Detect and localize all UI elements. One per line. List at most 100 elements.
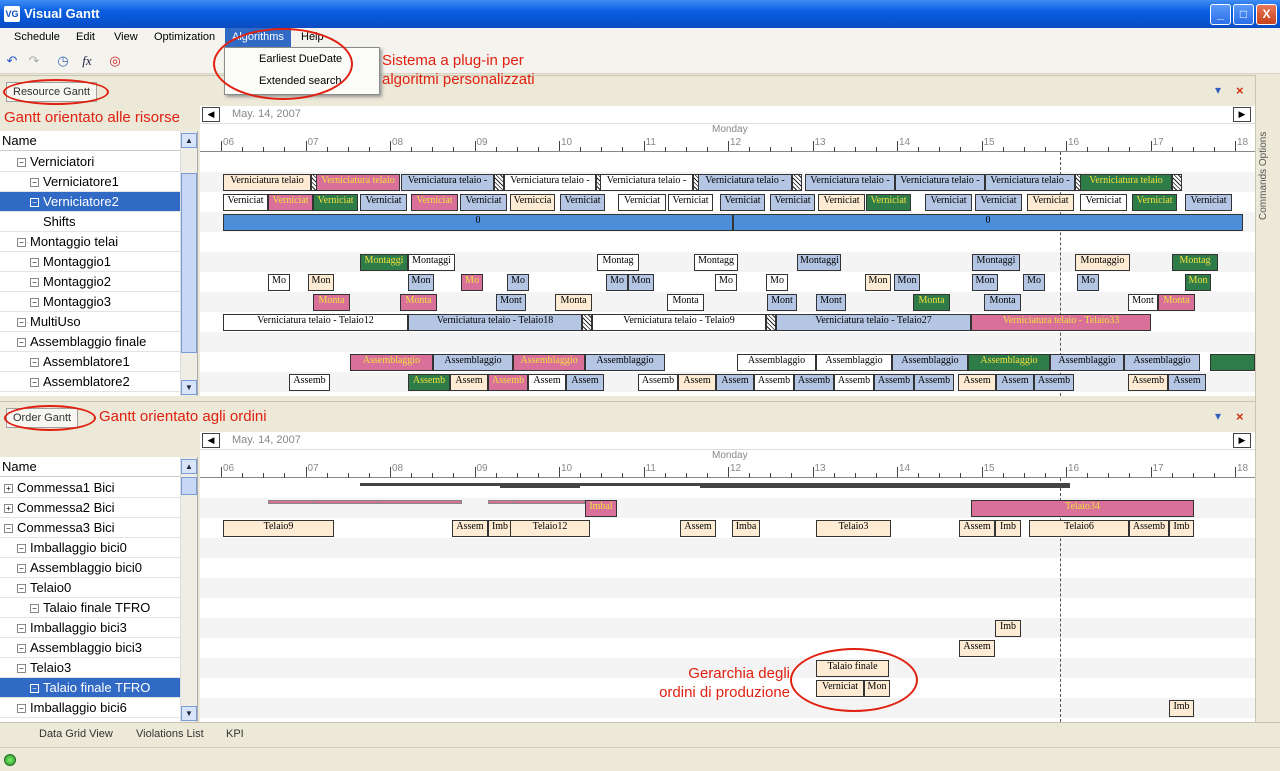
collapse-icon[interactable]: −: [30, 358, 39, 367]
task-bar[interactable]: Assemb: [638, 374, 678, 391]
task-bar[interactable]: Assemb: [914, 374, 954, 391]
task-bar[interactable]: Mon: [628, 274, 654, 291]
grid-row[interactable]: −Imballaggio bici3: [0, 618, 180, 638]
collapse-icon[interactable]: −: [17, 584, 26, 593]
grid-row[interactable]: −Montaggio2: [0, 272, 180, 292]
task-bar[interactable]: Verniciat: [460, 194, 507, 211]
task-bar[interactable]: Verniciat: [313, 194, 358, 211]
task-bar[interactable]: Assemblaggio: [892, 354, 968, 371]
task-bar[interactable]: Montag: [1172, 254, 1218, 271]
task-bar[interactable]: Mont: [816, 294, 846, 311]
task-bar[interactable]: Assemb: [1128, 374, 1168, 391]
task-bar[interactable]: Imb: [1169, 520, 1194, 537]
task-bar[interactable]: Imb: [995, 520, 1021, 537]
expand-icon[interactable]: +: [4, 484, 13, 493]
task-bar[interactable]: Assemblaggio: [585, 354, 665, 371]
redo-icon[interactable]: ↷: [28, 53, 40, 68]
task-bar[interactable]: Verniciat: [268, 194, 313, 211]
collapse-icon[interactable]: −: [17, 238, 26, 247]
task-bar[interactable]: Assemb: [1034, 374, 1074, 391]
tab-data-grid-view[interactable]: Data Grid View: [39, 728, 113, 740]
task-bar[interactable]: Imbal: [585, 500, 617, 517]
task-bar[interactable]: Verniciatura telaio: [1080, 174, 1172, 191]
task-bar[interactable]: Verniciat: [1027, 194, 1074, 211]
shift-bar[interactable]: 0: [223, 214, 733, 231]
expand-icon[interactable]: +: [4, 504, 13, 513]
collapse-icon[interactable]: −: [30, 198, 39, 207]
task-bar[interactable]: Verniciatura telaio -: [698, 174, 792, 191]
task-bar[interactable]: Mont: [1128, 294, 1158, 311]
grid-row[interactable]: −Verniciatore1: [0, 172, 180, 192]
task-bar[interactable]: Mo: [715, 274, 737, 291]
collapse-icon[interactable]: −: [17, 704, 26, 713]
grid-row[interactable]: +Commessa2 Bici: [0, 498, 180, 518]
task-bar[interactable]: Verniciatura telaio - Telaio33: [971, 314, 1151, 331]
task-bar[interactable]: Assem: [959, 640, 995, 657]
task-bar[interactable]: Assem: [959, 520, 995, 537]
tab-kpi[interactable]: KPI: [226, 728, 244, 740]
grid-row[interactable]: −Montaggio3: [0, 292, 180, 312]
task-bar[interactable]: Verniciatura telaio -: [805, 174, 895, 191]
task-bar[interactable]: Telaio6: [1029, 520, 1129, 537]
grid-row[interactable]: −Assemblatore1: [0, 352, 180, 372]
next-button[interactable]: ▶: [1233, 433, 1251, 448]
task-bar[interactable]: Assemblaggio: [513, 354, 585, 371]
task-bar[interactable]: Verniciat: [770, 194, 815, 211]
maximize-button[interactable]: □: [1233, 4, 1254, 25]
collapse-icon[interactable]: −: [17, 624, 26, 633]
collapse-icon[interactable]: −: [17, 644, 26, 653]
task-bar[interactable]: Mont: [496, 294, 526, 311]
task-bar[interactable]: Mon: [894, 274, 920, 291]
commands-options-tab[interactable]: Commands Options: [1258, 131, 1269, 220]
task-bar[interactable]: Mont: [767, 294, 797, 311]
task-bar[interactable]: Verniciat: [818, 194, 865, 211]
task-bar[interactable]: Verniciatura telaio - Telaio18: [408, 314, 582, 331]
task-bar[interactable]: Monta: [313, 294, 350, 311]
task-bar[interactable]: Montaggi: [797, 254, 841, 271]
task-bar[interactable]: Assem: [528, 374, 566, 391]
task-bar[interactable]: Mo: [268, 274, 290, 291]
task-bar[interactable]: Monta: [913, 294, 950, 311]
task-bar[interactable]: Verniciat: [720, 194, 765, 211]
grid-row[interactable]: −Telaio3: [0, 658, 180, 678]
grid-row[interactable]: −Commessa3 Bici: [0, 518, 180, 538]
task-bar[interactable]: Verniciat: [1185, 194, 1232, 211]
grid-row[interactable]: −Montaggio telai: [0, 232, 180, 252]
task-bar[interactable]: [1210, 354, 1255, 371]
task-bar[interactable]: Mon: [408, 274, 434, 291]
task-bar[interactable]: Assem: [958, 374, 996, 391]
collapse-icon[interactable]: −: [17, 544, 26, 553]
task-bar[interactable]: Imb: [488, 520, 512, 537]
task-bar[interactable]: Telaio3: [816, 520, 891, 537]
task-bar[interactable]: Assem: [996, 374, 1034, 391]
grid-row[interactable]: −Assemblaggio finale: [0, 332, 180, 352]
task-bar[interactable]: Monta: [667, 294, 704, 311]
task-bar[interactable]: Verniciatura telaio -: [985, 174, 1075, 191]
task-bar[interactable]: Verniciat: [668, 194, 713, 211]
task-bar[interactable]: Verniciatura telaio - Telaio12: [223, 314, 408, 331]
grid-row[interactable]: −Assemblaggio bici0: [0, 558, 180, 578]
clock-icon[interactable]: ◷: [57, 53, 69, 68]
task-bar[interactable]: Verniciatura telaio - Telaio9: [592, 314, 766, 331]
close-button[interactable]: X: [1256, 4, 1277, 25]
grid-row[interactable]: +Commessa1 Bici: [0, 478, 180, 498]
task-bar[interactable]: Mo: [1023, 274, 1045, 291]
task-bar[interactable]: Verniciat: [223, 194, 268, 211]
task-bar[interactable]: Montaggi: [360, 254, 408, 271]
next-button[interactable]: ▶: [1233, 107, 1251, 122]
task-bar[interactable]: Verniciat: [411, 194, 458, 211]
shift-bar[interactable]: 0: [733, 214, 1243, 231]
task-bar[interactable]: Verniccia: [510, 194, 555, 211]
grid-row[interactable]: −Telaio0: [0, 578, 180, 598]
prev-button[interactable]: ◀: [202, 433, 220, 448]
task-bar[interactable]: Verniciatura telaio - Telaio27: [776, 314, 971, 331]
task-bar[interactable]: Mo: [507, 274, 529, 291]
task-bar[interactable]: Assemblaggio: [737, 354, 816, 371]
task-bar[interactable]: Assemblaggio: [968, 354, 1050, 371]
task-bar[interactable]: Assemblaggio: [1050, 354, 1124, 371]
task-bar[interactable]: Mon: [308, 274, 334, 291]
task-bar[interactable]: Assemb: [488, 374, 528, 391]
scroll-down-icon[interactable]: ▼: [181, 706, 197, 721]
scroll-thumb[interactable]: [181, 477, 197, 495]
task-bar[interactable]: Assemb: [289, 374, 330, 391]
